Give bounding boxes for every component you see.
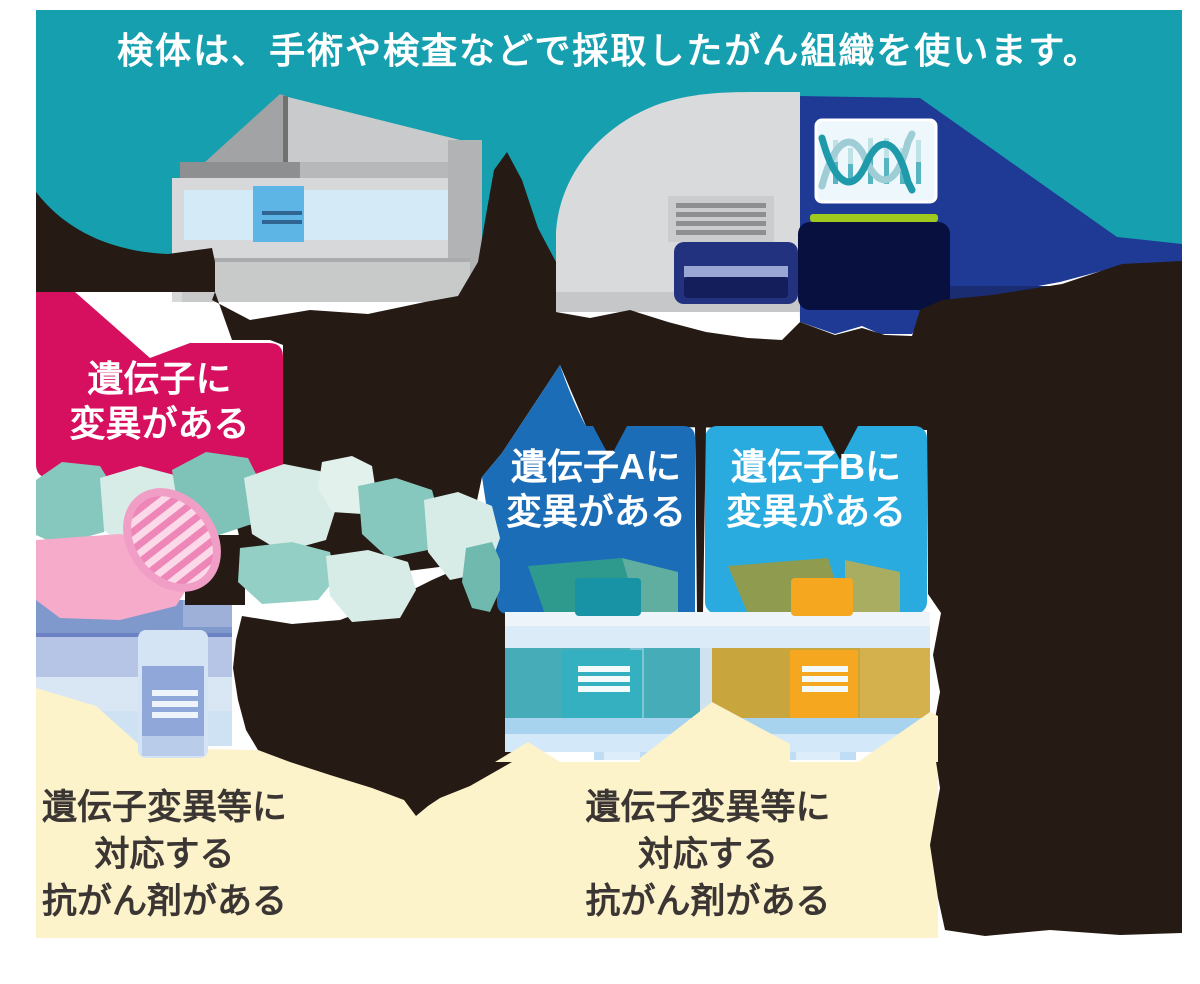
dna-strand-icon: [36, 452, 500, 622]
mutation-stripes-icon: [108, 474, 236, 606]
result-middle-label: 遺伝子変異等に 対応する 抗がん剤がある: [558, 784, 858, 925]
banner-title: 検体は、手術や検査などで採取したがん組織を使います。: [117, 30, 1101, 71]
result-left-line3: 抗がん剤がある: [41, 882, 287, 921]
bubble-gene-line1: 遺伝子に: [87, 358, 232, 399]
bubble-gene-label: 遺伝子に 変異がある: [36, 356, 283, 446]
bubble-geneB-line2: 変異がある: [725, 491, 906, 532]
result-left-label: 遺伝子変異等に 対応する 抗がん剤がある: [22, 784, 307, 925]
cream-peaks: [495, 702, 938, 762]
bubble-notches: [593, 426, 858, 614]
result-middle-line1: 遺伝子変異等に: [585, 788, 831, 827]
bottle-cap-teal-icon: [575, 578, 641, 616]
black-silhouette-blobs: [36, 152, 1182, 936]
dark-screen-icon: [798, 222, 950, 310]
bubble-geneA-line2: 変異がある: [505, 491, 686, 532]
sequencer-gray-icon: [556, 92, 800, 312]
bubble-geneA-label: 遺伝子Aに 変異がある: [497, 444, 695, 534]
sequencer-small-icon: [172, 94, 482, 302]
bubble-geneB-label: 遺伝子Bに 変異がある: [705, 444, 927, 534]
result-middle-line3: 抗がん剤がある: [585, 882, 831, 921]
result-middle-line2: 対応する: [637, 835, 778, 874]
medicine-bottle-periwinkle-icon: [138, 630, 208, 758]
result-left-line2: 対応する: [94, 835, 235, 874]
monitor-screen-icon: [798, 118, 950, 332]
bubble-gene-line2: 変異がある: [69, 403, 250, 444]
medicine-bottle-teal-icon: [505, 578, 700, 718]
bubble-geneB-line1: 遺伝子Bに: [731, 446, 901, 487]
medicine-bottle-orange-icon: [712, 578, 930, 718]
vent-lines-icon: [676, 203, 766, 235]
green-strip-icon: [810, 214, 938, 222]
dna-helix-icon: [818, 130, 921, 194]
medicine-bottles-middle: [505, 578, 930, 760]
speech-bubble-geneA: [482, 365, 695, 614]
result-left-line1: 遺伝子変異等に: [41, 788, 287, 827]
bubble-geneA-line1: 遺伝子Aに: [511, 446, 681, 487]
bottle-cap-orange-icon: [791, 578, 853, 616]
